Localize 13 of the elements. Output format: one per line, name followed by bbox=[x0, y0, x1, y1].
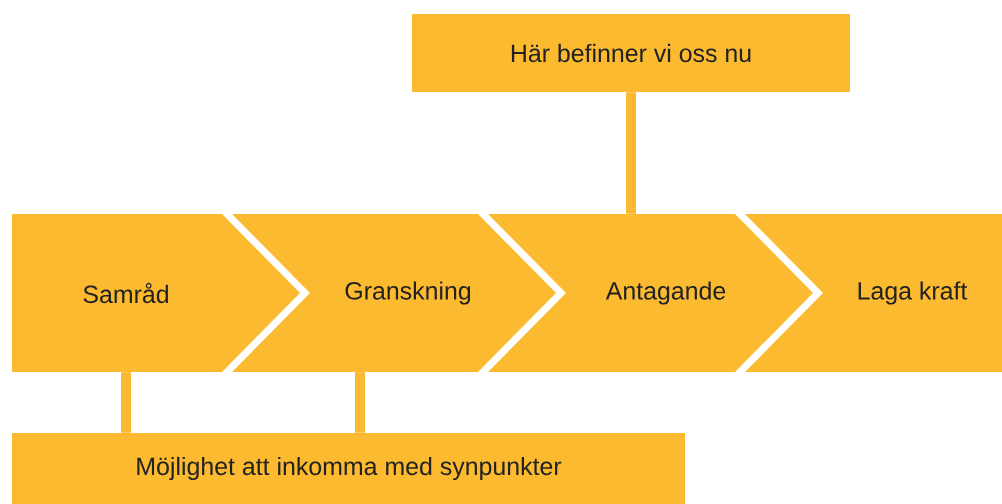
node-label: Samråd bbox=[83, 282, 168, 304]
chevron-step: Granskning bbox=[232, 214, 556, 372]
node-label: Antagande bbox=[605, 281, 726, 305]
label-box: Här befinner vi oss nu bbox=[412, 14, 850, 92]
chevron-step: Antagande bbox=[488, 214, 813, 372]
chevron-step: Samråd bbox=[12, 214, 300, 372]
connector-line bbox=[626, 92, 636, 214]
label-box: Möjlighet att inkomma med synpunkter bbox=[12, 433, 685, 504]
connector-line bbox=[355, 372, 365, 433]
node-label: Granskning bbox=[345, 281, 471, 305]
connector-line bbox=[121, 372, 131, 433]
chevron-step: Laga kraft bbox=[745, 214, 1002, 372]
node-label: Laga kraft bbox=[858, 281, 968, 305]
